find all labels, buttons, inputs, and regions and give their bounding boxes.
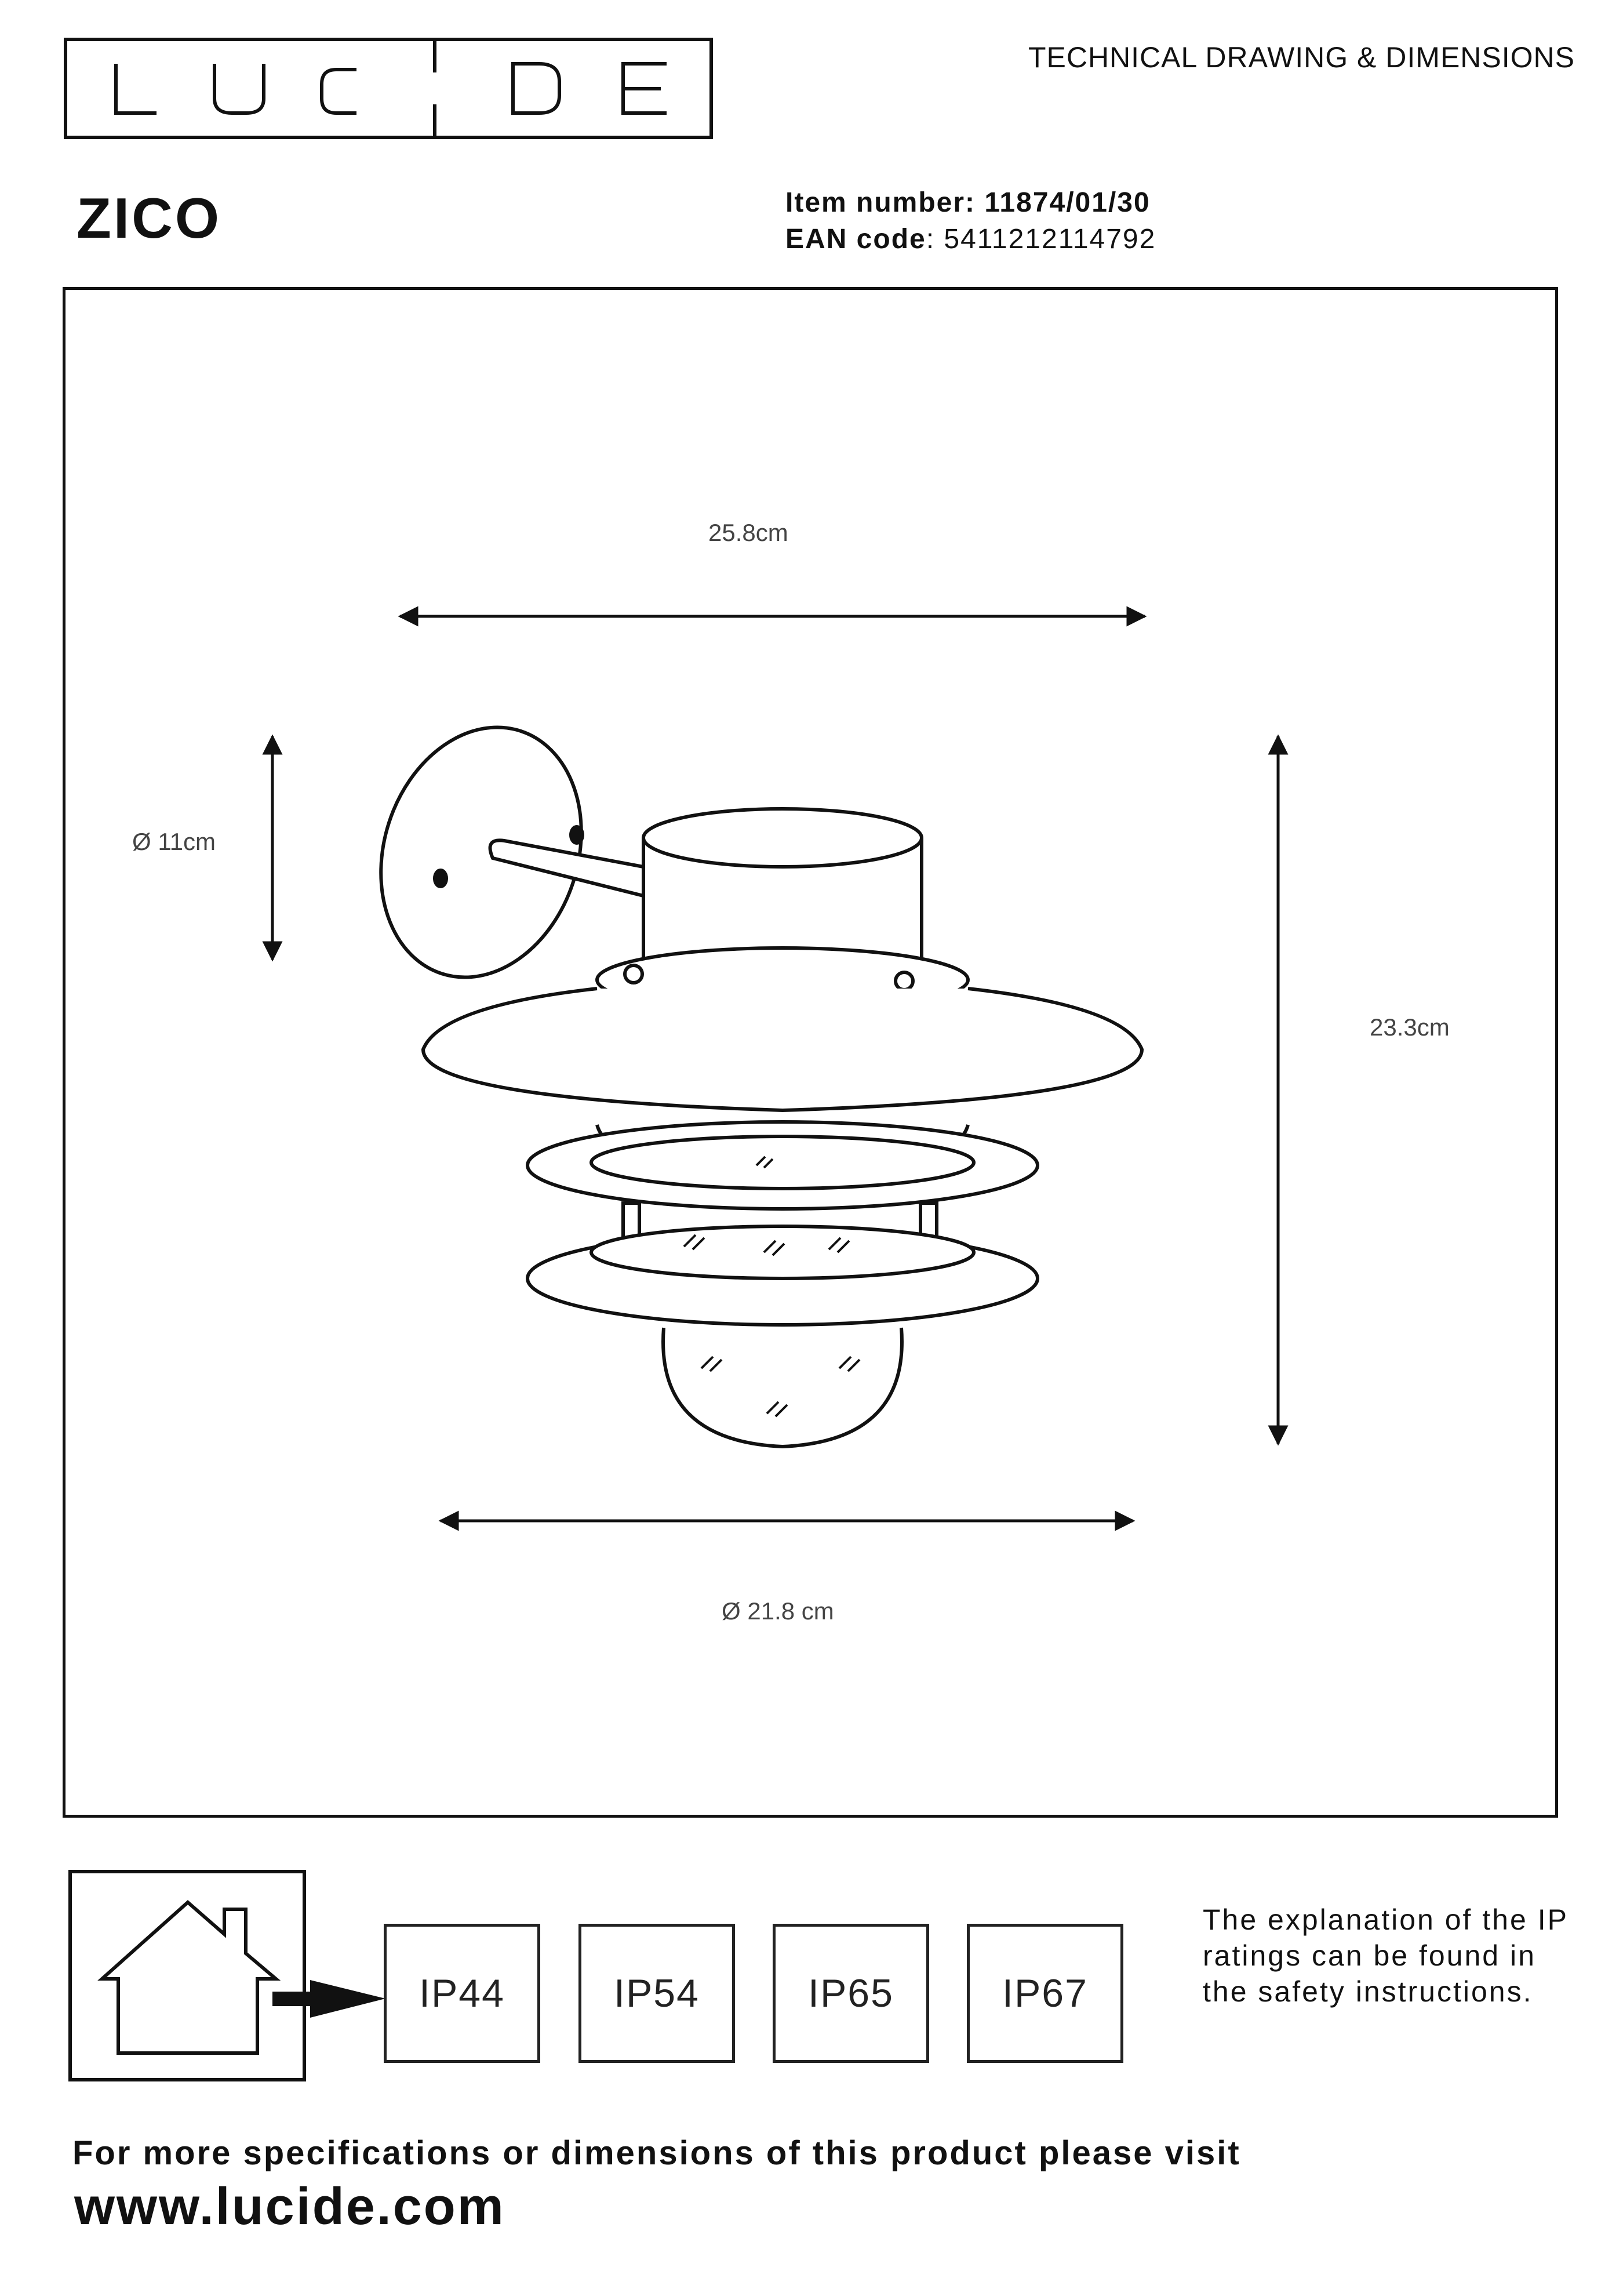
house-icon	[97, 1899, 281, 2055]
item-number-label: Item number:	[785, 187, 976, 218]
lucide-logo	[64, 38, 713, 139]
backplate-dimension-label: Ø 11cm	[132, 828, 216, 855]
item-number-value: 11874/01/30	[984, 187, 1151, 218]
height-dimension-label: 23.3cm	[1370, 1013, 1450, 1041]
product-name: ZICO	[77, 186, 222, 250]
document-type: TECHNICAL DRAWING & DIMENSIONS	[1028, 41, 1575, 74]
ean-code-value: 5411212114792	[944, 224, 1156, 255]
ip-rating-box: IP67	[967, 1924, 1123, 2063]
ip-explanation-note: The explanation of the IP ratings can be…	[1203, 1903, 1569, 2008]
ip-rating-box: IP65	[773, 1924, 929, 2063]
lamp-outline	[379, 725, 1144, 1449]
footer-url[interactable]: www.lucide.com	[74, 2178, 505, 2236]
ean-code-label: EAN code	[785, 224, 926, 255]
item-number-line: Item number: 11874/01/30	[785, 187, 1151, 219]
diameter-dimension-label: Ø 21.8 cm	[722, 1597, 834, 1625]
glass-hatch-marks	[683, 1156, 861, 1418]
arrow-right-icon	[272, 1980, 385, 2018]
footer-text: For more specifications or dimensions of…	[72, 2134, 1241, 2172]
drawing-frame	[63, 287, 1558, 1818]
width-dimension-label: 25.8cm	[708, 519, 788, 546]
ean-code-line: EAN code: 5411212114792	[785, 224, 1156, 255]
house-icon-box	[68, 1870, 306, 2081]
ip-rating-box: IP44	[384, 1924, 540, 2063]
ip-rating-box: IP54	[578, 1924, 735, 2063]
